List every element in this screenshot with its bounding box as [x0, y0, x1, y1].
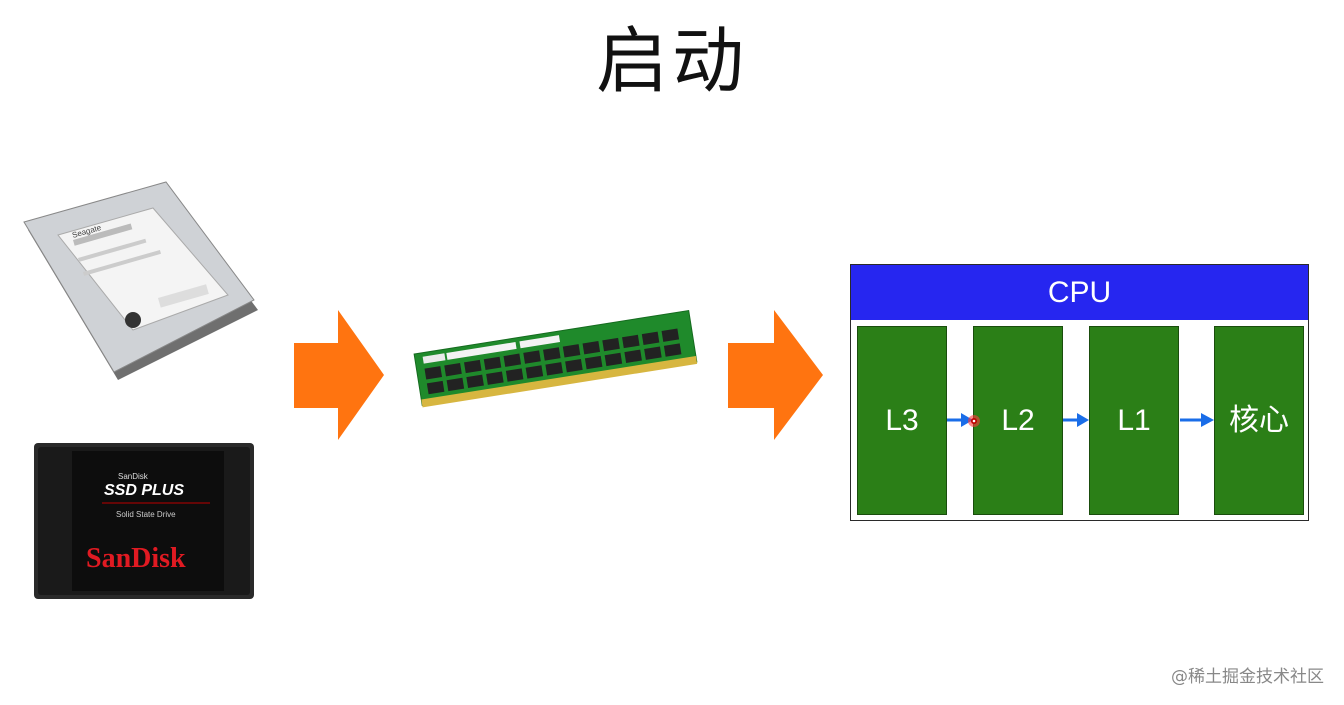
- ssd-brand-text: SanDisk: [86, 543, 186, 574]
- cache-l1: L1: [1089, 326, 1179, 515]
- arrow-right-icon: [947, 412, 973, 432]
- ssd-sub-text: Solid State Drive: [116, 510, 176, 519]
- cache-l3: L3: [857, 326, 947, 515]
- ssd-image: SanDisk SSD PLUS Solid State Drive SanDi…: [34, 443, 254, 599]
- cpu-diagram: CPU L3 L2 L1 核心: [850, 264, 1309, 521]
- arrow-right-icon: [1063, 412, 1089, 432]
- orange-arrow-icon: [294, 310, 384, 440]
- page-title: 启动: [595, 19, 748, 103]
- arrow-right-icon: [1180, 412, 1214, 432]
- memory-module-image: [410, 300, 700, 410]
- cursor-dot-icon: [967, 413, 981, 432]
- cache-l2: L2: [973, 326, 1063, 515]
- cpu-core: 核心: [1214, 326, 1304, 515]
- ssd-brand-small: SanDisk: [118, 472, 149, 481]
- ssd-model-text: SSD PLUS: [104, 482, 184, 499]
- hard-disk-image: Seagate: [18, 180, 263, 390]
- watermark: @稀土掘金技术社区: [1171, 667, 1324, 687]
- cpu-header: CPU: [851, 265, 1308, 320]
- orange-arrow-icon: [728, 310, 823, 440]
